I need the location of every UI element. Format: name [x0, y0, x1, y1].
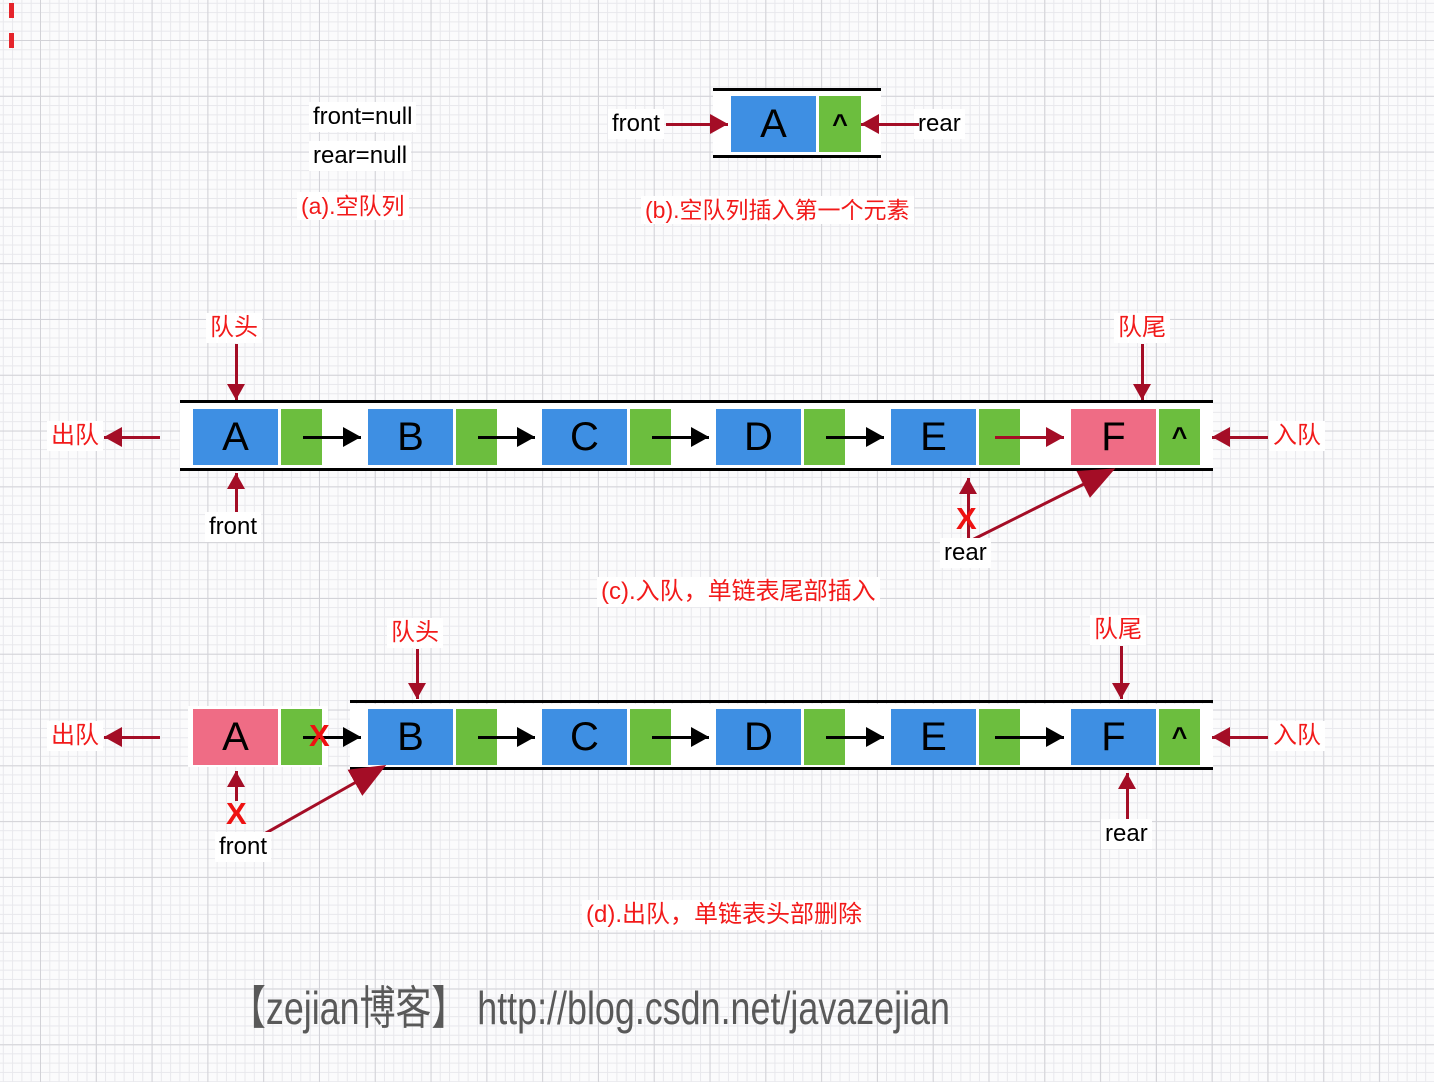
panel-b-bottom-line	[713, 155, 881, 158]
queue-node-value: B	[368, 709, 453, 765]
next-link-arrow	[826, 725, 884, 749]
next-link-arrow	[652, 725, 709, 749]
panel-b-rear-label: rear	[914, 109, 965, 139]
panel-b-node-value-box: A	[731, 96, 816, 152]
removed-queue-node-value: A	[193, 709, 278, 765]
new-rear-pointer-arrow	[969, 468, 1116, 543]
enqueue-direction-arrow	[1212, 725, 1268, 749]
tail-position-arrow	[1130, 344, 1154, 400]
panel-c-head-label: 队头	[206, 313, 262, 343]
panel-b-null-pointer-box: ^	[819, 96, 861, 152]
panel-d-caption: (d).出队，单链表头部删除	[582, 900, 866, 930]
watermark-text: 【zejian博客】 http://blog.csdn.net/javazeji…	[230, 982, 950, 1034]
broken-link-x-mark: X	[309, 718, 330, 753]
queue-node-value: D	[716, 709, 801, 765]
panel-a-rear-null-text: rear=null	[309, 141, 412, 171]
panel-c-enqueue-label: 入队	[1269, 421, 1325, 451]
front-pointer-arrow	[666, 112, 728, 136]
next-link-arrow	[478, 725, 535, 749]
queue-node-value: E	[891, 709, 976, 765]
new-next-link-arrow	[995, 425, 1064, 449]
broken-next-link-arrow	[303, 725, 361, 749]
panel-d-dequeue-label: 出队	[47, 721, 103, 751]
panel-d-front-label: front	[215, 832, 272, 862]
panel-a-front-null-text: front=null	[309, 102, 417, 132]
dequeue-direction-arrow	[104, 425, 160, 449]
next-link-arrow	[995, 725, 1064, 749]
old-front-pointer-arrow	[224, 771, 248, 801]
panel-c-dequeue-label: 出队	[47, 421, 103, 451]
panel-d-head-label: 队头	[387, 618, 443, 648]
panel-d-top-line	[350, 700, 1213, 703]
queue-node-null-pointer: ^	[1159, 409, 1200, 465]
panel-c-caption: (c).入队，单链表尾部插入	[597, 577, 880, 607]
broken-link-x-mark: X	[226, 796, 247, 831]
old-rear-pointer-arrow	[956, 478, 980, 540]
panel-c-tail-label: 队尾	[1114, 313, 1170, 343]
next-link-arrow	[478, 425, 535, 449]
next-link-arrow	[652, 425, 709, 449]
broken-link-x-mark: X	[956, 501, 977, 536]
queue-node-value: D	[716, 409, 801, 465]
dequeue-direction-arrow	[104, 725, 160, 749]
new-front-pointer-arrow	[249, 765, 387, 844]
queue-node-value: A	[193, 409, 278, 465]
panel-b-caption: (b).空队列插入第一个元素	[641, 196, 914, 225]
edge-mark	[9, 33, 14, 48]
next-link-arrow	[303, 425, 361, 449]
rear-pointer-arrow	[1115, 773, 1139, 823]
panel-c-rear-label: rear	[940, 538, 991, 568]
edge-mark	[9, 3, 14, 18]
next-link-arrow	[826, 425, 884, 449]
enqueue-direction-arrow	[1212, 425, 1268, 449]
panel-d-rear-label: rear	[1101, 819, 1152, 849]
front-pointer-arrow	[224, 473, 248, 529]
panel-b-front-label: front	[608, 109, 665, 139]
queue-node-null-pointer: ^	[1159, 709, 1200, 765]
new-queue-node-value: F	[1071, 409, 1156, 465]
queue-node-value: F	[1071, 709, 1156, 765]
queue-node-value: C	[542, 709, 627, 765]
panel-b-top-line	[713, 88, 881, 91]
panel-a-caption: (a).空队列	[297, 192, 409, 221]
panel-c-bottom-line	[180, 468, 1213, 471]
head-position-arrow	[224, 344, 248, 400]
tail-position-arrow	[1109, 646, 1133, 699]
panel-c-top-line	[180, 400, 1213, 403]
panel-d-enqueue-label: 入队	[1269, 721, 1325, 751]
queue-node-value: B	[368, 409, 453, 465]
panel-c-front-label: front	[205, 512, 262, 542]
queue-node-value: E	[891, 409, 976, 465]
head-position-arrow	[405, 649, 429, 699]
rear-pointer-arrow	[861, 112, 919, 136]
panel-d-tail-label: 队尾	[1090, 615, 1146, 645]
panel-d-bottom-line	[350, 767, 1213, 770]
queue-node-value: C	[542, 409, 627, 465]
